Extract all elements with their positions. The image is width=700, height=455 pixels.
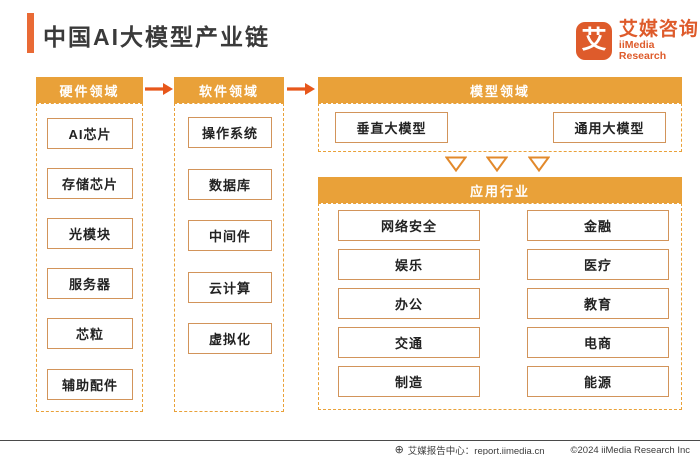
footer-report-center-text: 艾媒报告中心：report.iimedia.cn [407, 446, 545, 455]
model-domain-header: 模型领域 [318, 77, 682, 103]
hardware-item: 服务器 [47, 268, 133, 299]
application-item: 电商 [527, 327, 669, 358]
logo-name-en: iiMedia Research [618, 38, 667, 62]
hardware-item: 光模块 [47, 218, 133, 249]
footer-divider [0, 440, 700, 441]
software-domain-header: 软件领域 [174, 77, 284, 103]
footer-report-center: ⊕ 艾媒报告中心：report.iimedia.cn [395, 443, 545, 455]
down-triangle-icon [486, 156, 508, 172]
software-item: 中间件 [188, 220, 272, 251]
flow-arrow-icon [287, 83, 315, 95]
software-item: 虚拟化 [188, 323, 272, 354]
logo-name-cn: 艾媒咨询 [618, 19, 699, 40]
software-item: 云计算 [188, 272, 272, 303]
iimedia-globe-icon: ⊕ [394, 443, 404, 455]
hardware-item: AI芯片 [47, 118, 133, 149]
footer-copyright: ©2024 iiMedia Research Inc [570, 444, 690, 455]
hardware-item: 存储芯片 [47, 168, 133, 199]
application-item: 金融 [527, 210, 669, 241]
application-item: 医疗 [527, 249, 669, 280]
hardware-domain-container [36, 103, 143, 412]
down-triangle-icon [445, 156, 467, 172]
hardware-item: 芯粒 [47, 318, 133, 349]
logo-text: 艾媒咨询 iiMedia Research [619, 20, 700, 62]
software-item: 操作系统 [188, 117, 272, 148]
model-item: 垂直大模型 [335, 112, 448, 143]
model-item: 通用大模型 [553, 112, 666, 143]
software-item: 数据库 [188, 169, 272, 200]
software-domain-container [174, 103, 284, 412]
page-title: 中国AI大模型产业链 [43, 24, 270, 50]
hardware-item: 辅助配件 [47, 369, 133, 400]
iimedia-logo-icon: 艾 [576, 21, 612, 60]
application-item: 娱乐 [338, 249, 480, 280]
application-item: 网络安全 [338, 210, 480, 241]
application-item: 制造 [338, 366, 480, 397]
flow-arrow-icon [145, 83, 173, 95]
application-item: 办公 [338, 288, 480, 319]
down-triangle-icon [528, 156, 550, 172]
application-item: 交通 [338, 327, 480, 358]
title-accent-bar [27, 13, 34, 53]
iimedia-logo: 艾 艾媒咨询 iiMedia Research [576, 20, 700, 62]
application-item: 能源 [527, 366, 669, 397]
application-domain-header: 应用行业 [318, 177, 682, 203]
hardware-domain-header: 硬件领域 [36, 77, 143, 103]
footer: ⊕ 艾媒报告中心：report.iimedia.cn ©2024 iiMedia… [395, 443, 690, 455]
application-item: 教育 [527, 288, 669, 319]
